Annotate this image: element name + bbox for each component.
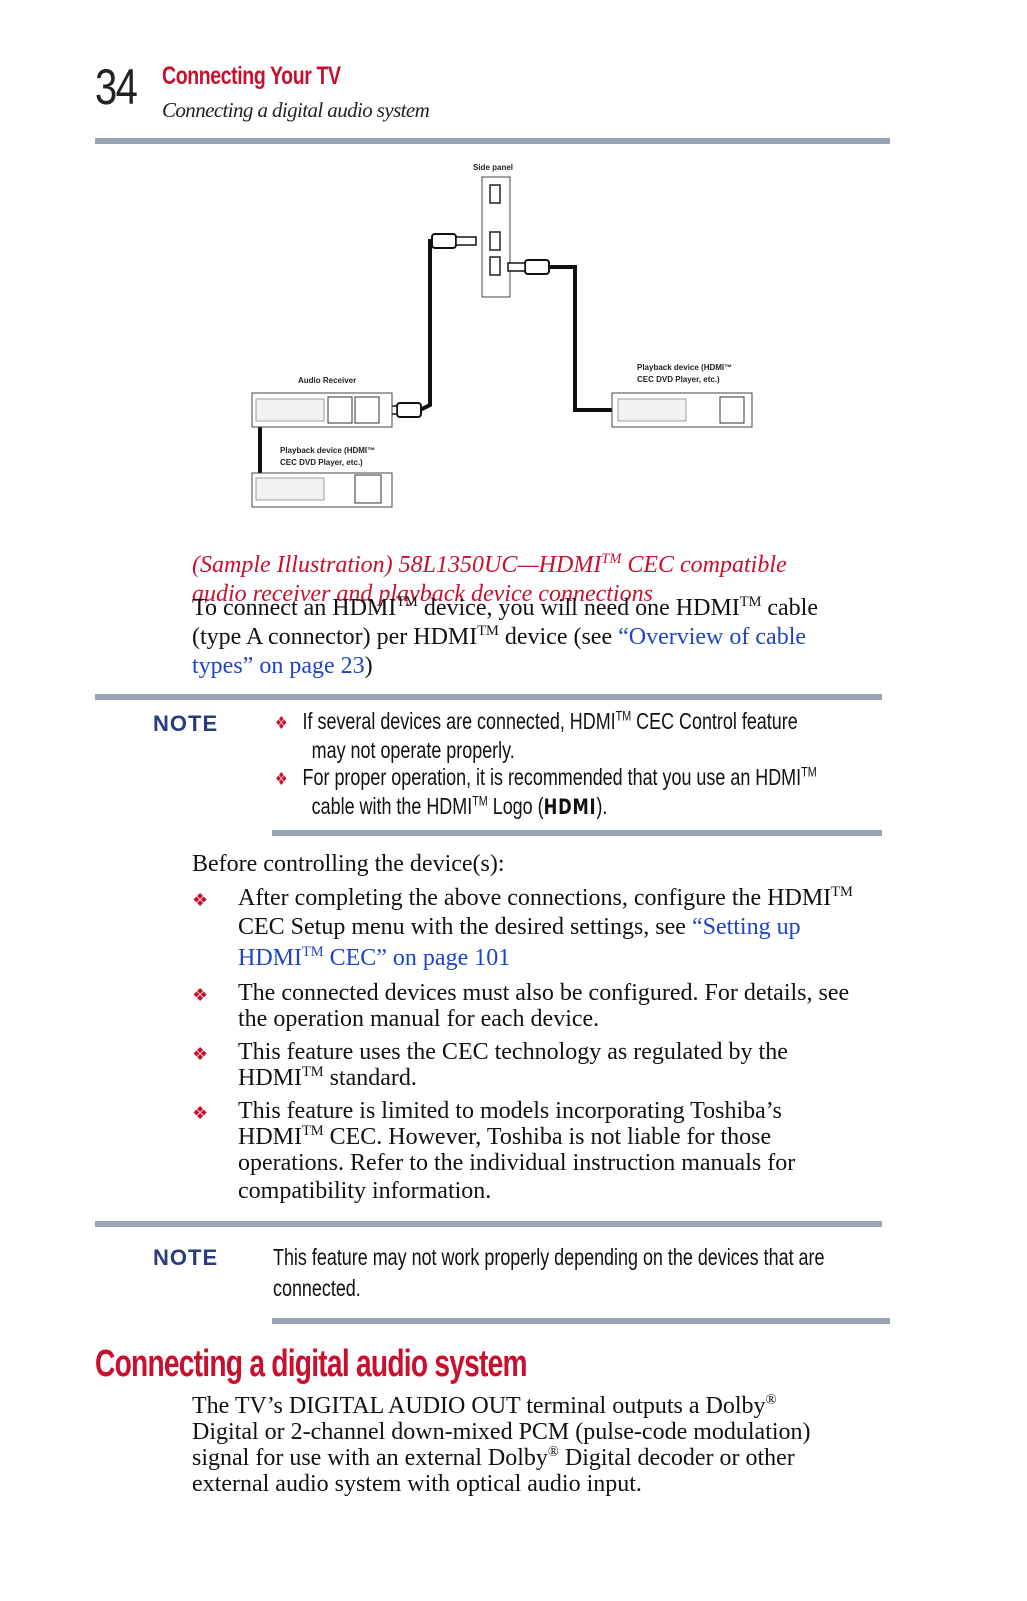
overview-cable-types-link[interactable]: “Overview of cable (618, 624, 807, 650)
bullet-icon: ❖ (275, 713, 288, 733)
intro-paragraph: To connect an HDMITM device, you will ne… (192, 594, 818, 679)
bullet-icon: ❖ (192, 985, 209, 1005)
section-subtitle: Connecting a digital audio system (162, 98, 430, 122)
playback-right-label-2: CEC DVD Player, etc.) (637, 375, 720, 384)
playback-left-label-1: Playback device (HDMI™ (280, 446, 375, 455)
note-label: NOTE (153, 711, 219, 736)
hdmi-cable-receiver (408, 239, 445, 412)
cec-list: ❖ After completing the above connections… (192, 884, 853, 1204)
chapter-title: Connecting Your TV (162, 62, 341, 90)
section-heading: Connecting a digital audio system (95, 1343, 528, 1385)
digital-audio-paragraph: The TV’s DIGITAL AUDIO OUT terminal outp… (192, 1392, 811, 1497)
bullet-icon: ❖ (192, 1044, 209, 1064)
connection-diagram: Side panel Audio Receiver Playback devic… (251, 163, 753, 508)
playback-left-label-2: CEC DVD Player, etc.) (280, 458, 363, 467)
bullet-icon: ❖ (192, 890, 209, 910)
bullet-icon: ❖ (192, 1103, 209, 1123)
note1-bullets: ❖ If several devices are connected, HDMI… (275, 708, 817, 819)
note2-text: This feature may not work properly depen… (273, 1244, 825, 1301)
playback-right-label-1: Playback device (HDMI™ (637, 363, 732, 372)
note-label-2: NOTE (153, 1245, 219, 1270)
header-rule (95, 138, 890, 144)
overview-cable-types-link-2[interactable]: types” on page 23 (192, 653, 365, 679)
hdmi-logo-icon: HDMI (543, 795, 597, 819)
hdmi-cable-right-playback (545, 265, 690, 412)
setting-up-hdmi-cec-link[interactable]: “Setting up (691, 914, 801, 940)
note2-top-rule (95, 1221, 882, 1227)
before-controlling-title: Before controlling the device(s): (192, 851, 505, 877)
note2-bottom-rule (272, 1318, 890, 1324)
bullet-icon: ❖ (275, 769, 288, 789)
audio-receiver-label: Audio Receiver (298, 376, 356, 385)
note1-bottom-rule (272, 830, 882, 836)
side-panel-label: Side panel (473, 163, 513, 172)
illustration-caption: (Sample Illustration) 58L1350UC—HDMITM C… (192, 551, 787, 607)
page-number: 34 (95, 59, 138, 115)
note1-top-rule (95, 694, 882, 700)
